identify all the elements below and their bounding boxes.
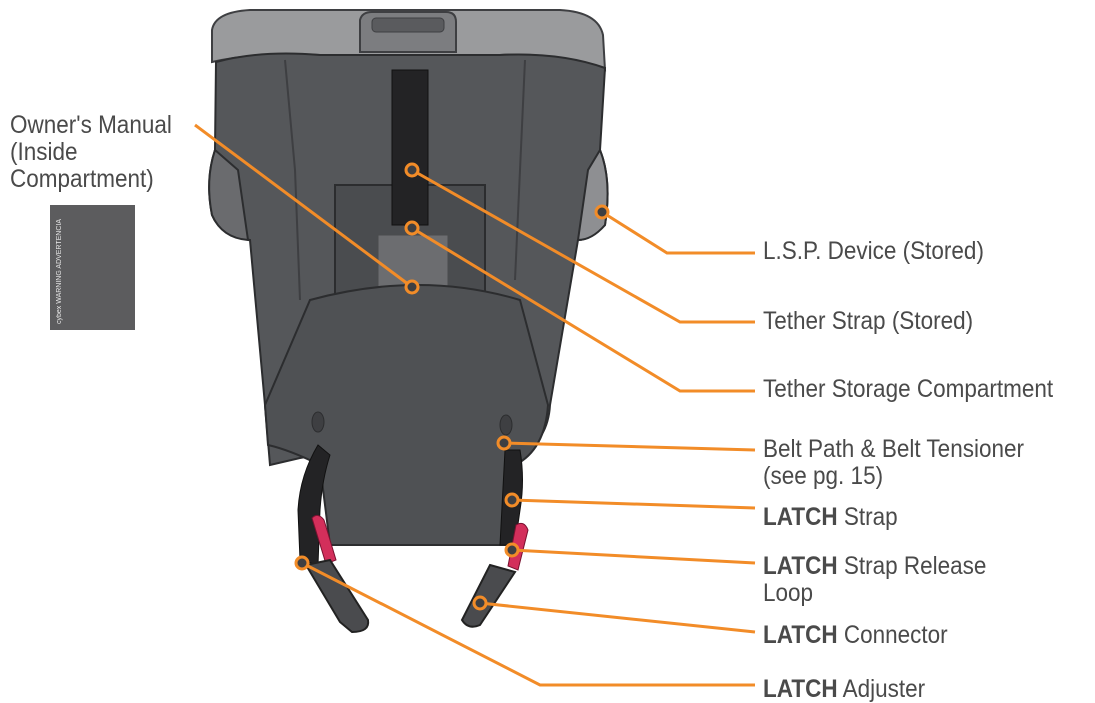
latch-release-bold: LATCH	[763, 552, 838, 580]
marker-belt-path	[496, 435, 512, 451]
latch-release-loop-left	[311, 514, 337, 565]
marker-tether-storage	[404, 220, 420, 236]
latch-adjuster-bold: LATCH	[763, 675, 838, 703]
marker-lsp-device	[594, 204, 610, 220]
latch-strap-bold: LATCH	[763, 503, 838, 531]
tether-strap	[391, 69, 429, 226]
seat-base	[263, 284, 550, 546]
latch-connector-bold: LATCH	[763, 621, 838, 649]
marker-owners-manual	[404, 279, 420, 295]
label-tether-storage: Tether Storage Compartment	[763, 375, 1054, 403]
label-latch-connector: LATCH Connector	[763, 622, 948, 649]
leader-latch-release	[511, 548, 756, 565]
marker-latch-adjuster	[294, 555, 310, 571]
label-latch-release: LATCH Strap Release Loop	[763, 553, 986, 607]
marker-tether-strap	[404, 162, 420, 178]
latch-connector-right	[460, 563, 517, 628]
leader-belt-path	[503, 441, 756, 452]
left-wing	[208, 148, 250, 242]
latch-connector-left	[304, 558, 370, 634]
manual-cover-text: cybex WARNING ADVERTENCIA	[56, 218, 63, 324]
latch-connector-rest: Connector	[837, 621, 948, 649]
leader-tether-strap	[411, 168, 755, 324]
leader-lsp-device	[601, 210, 755, 255]
leader-latch-adjuster	[301, 561, 755, 687]
label-owners-manual: Owner's Manual (Inside Compartment)	[10, 111, 172, 193]
leader-markers	[294, 162, 610, 611]
owners-manual-booklet-icon: cybex WARNING ADVERTENCIA	[50, 205, 135, 330]
label-latch-adjuster: LATCH Adjuster	[763, 676, 925, 703]
leader-tether-storage	[411, 226, 755, 393]
marker-latch-connector	[472, 595, 488, 611]
latch-release-line2: Loop	[763, 579, 814, 607]
label-tether-strap: Tether Strap (Stored)	[763, 307, 974, 335]
leader-owners-manual	[194, 123, 413, 289]
latch-release-rest: Strap Release	[837, 552, 987, 580]
label-belt-path: Belt Path & Belt Tensioner (see pg. 15)	[763, 435, 1024, 490]
leader-lines	[194, 123, 756, 687]
marker-latch-strap	[504, 492, 520, 508]
leader-latch-connector	[479, 601, 756, 634]
marker-latch-release	[504, 542, 520, 558]
label-lsp-device: L.S.P. Device (Stored)	[763, 237, 984, 265]
latch-adjuster-rest: Adjuster	[837, 675, 926, 703]
label-latch-strap: LATCH Strap	[763, 504, 898, 531]
latch-strap-rest: Strap	[837, 503, 898, 531]
leader-latch-strap	[511, 498, 756, 510]
